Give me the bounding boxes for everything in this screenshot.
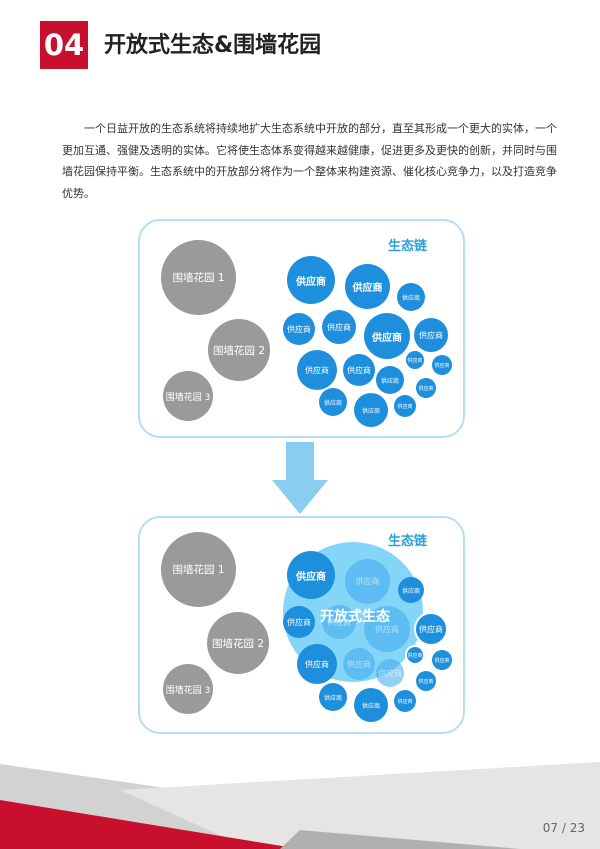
supplier-node: 供应商	[398, 577, 424, 603]
supplier-node: 供应商	[416, 671, 436, 691]
supplier-node: 供应商	[287, 256, 335, 304]
supplier-node: 供应商	[394, 395, 416, 417]
walled-garden-2: 围墙花园 2	[208, 319, 270, 381]
supplier-node: 供应商	[376, 366, 404, 394]
supplier-node: 供应商	[397, 283, 425, 311]
supplier-node-faded: 供应商	[376, 659, 404, 687]
page-number: 07 / 23	[542, 821, 585, 835]
chain-label: 生态链	[388, 534, 428, 549]
supplier-node: 供应商	[319, 683, 347, 711]
supplier-node: 供应商	[414, 612, 448, 646]
walled-garden-1: 围墙花园 1	[161, 240, 236, 315]
footer-decoration	[0, 760, 600, 849]
supplier-node: 供应商	[364, 313, 410, 359]
supplier-node: 供应商	[322, 310, 356, 344]
supplier-node: 供应商	[343, 354, 375, 386]
section-number: 04	[40, 21, 88, 69]
supplier-node: 供应商	[319, 388, 347, 416]
supplier-node: 供应商	[354, 688, 388, 722]
supplier-node: 供应商	[416, 378, 436, 398]
walled-garden-3: 围墙花园 3	[163, 664, 213, 714]
supplier-node-faded: 供应商	[322, 605, 356, 639]
supplier-node: 供应商	[283, 606, 315, 638]
chain-label: 生态链	[388, 239, 428, 254]
supplier-node: 供应商	[406, 351, 424, 369]
supplier-node: 供应商	[297, 350, 337, 390]
intro-paragraph: 一个日益开放的生态系统将持续地扩大生态系统中开放的部分，直至其形成一个更大的实体…	[62, 122, 557, 200]
down-arrow-icon	[272, 442, 328, 514]
walled-garden-2: 围墙花园 2	[207, 612, 269, 674]
supplier-node: 供应商	[394, 690, 416, 712]
supplier-node: 供应商	[432, 355, 452, 375]
open-ecosystem-label: 开放式生态	[320, 609, 390, 625]
supplier-node: 供应商	[354, 393, 388, 427]
supplier-node: 供应商	[283, 313, 315, 345]
supplier-node: 供应商	[345, 264, 390, 309]
section-title: 开放式生态&围墙花园	[104, 33, 322, 58]
supplier-node: 供应商	[287, 551, 335, 599]
supplier-node-faded: 供应商	[364, 606, 410, 652]
supplier-node-faded: 供应商	[345, 559, 390, 604]
supplier-node: 供应商	[414, 318, 448, 352]
supplier-node: 供应商	[405, 645, 425, 665]
walled-garden-3: 围墙花园 3	[163, 371, 213, 421]
supplier-node: 供应商	[297, 644, 337, 684]
supplier-node: 供应商	[432, 650, 452, 670]
walled-garden-1: 围墙花园 1	[161, 532, 236, 607]
supplier-node-faded: 供应商	[343, 648, 375, 680]
